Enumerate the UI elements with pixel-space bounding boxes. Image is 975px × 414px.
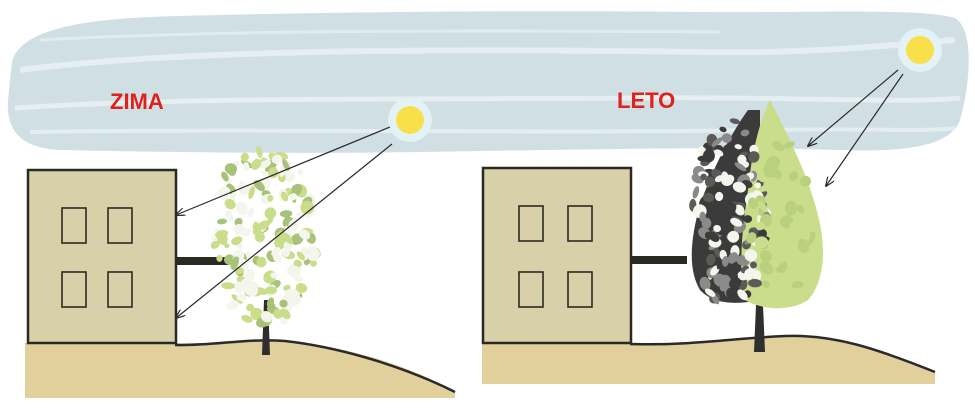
ground-left-edge [174, 339, 456, 394]
sun-icon [898, 28, 942, 72]
ground-right-edge [629, 334, 936, 374]
ground-left [25, 340, 455, 398]
house-icon [481, 166, 687, 345]
summer-sun-rays [808, 69, 904, 186]
tree-icon [210, 145, 321, 355]
sun-icon [388, 98, 432, 142]
winter-sun-rays [176, 126, 393, 318]
tree-icon [689, 100, 823, 352]
winter-label: ZIMA [110, 89, 164, 114]
house-icon [26, 168, 228, 345]
sky-band [7, 11, 969, 153]
summer-label: LETO [617, 88, 675, 113]
ground-right [482, 335, 935, 384]
